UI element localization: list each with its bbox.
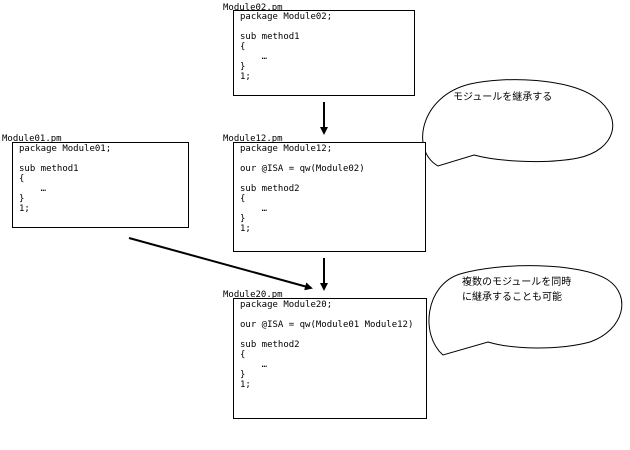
module01-code-box: package Module01; sub method1 { … } 1; [12,142,189,228]
code-line: } [240,214,246,224]
callout-text-multiple-line2: に継承することも可能 [462,292,562,303]
module02-filename: Module02.pm [223,3,283,13]
code-line: package Module20; [240,300,333,310]
module20-code-box: package Module20; our @ISA = qw(Module01… [233,298,427,419]
code-line: … [240,52,268,62]
callout-text-inherit: モジュールを継承する [453,92,553,103]
callout-bubble-multiple [428,265,623,356]
module02-code-box: package Module02; sub method1 { … } 1; [233,10,415,96]
code-line: { [240,194,246,204]
module12-code-box: package Module12; our @ISA = qw(Module02… [233,142,426,252]
code-line: sub method1 [240,32,300,42]
code-line: … [240,360,268,370]
code-line [240,174,425,184]
callout-bubble-inherit [422,79,614,167]
code-line [240,154,425,164]
code-line: … [240,204,268,214]
module01-filename: Module01.pm [2,134,62,144]
code-line: package Module02; [240,12,333,22]
code-line [19,154,188,164]
callout-text-multiple-line1: 複数のモジュールを同時 [462,277,572,288]
code-line [240,310,426,320]
code-line: 1; [19,204,30,214]
code-line: our @ISA = qw(Module02) [240,164,365,174]
arrow-module01-to-module20 [128,237,313,291]
code-line: { [240,42,246,52]
code-line [240,330,426,340]
module20-filename: Module20.pm [223,290,283,300]
code-line: … [19,184,47,194]
code-line: } [240,370,246,380]
code-line: sub method2 [240,340,300,350]
module12-filename: Module12.pm [223,134,283,144]
code-line [240,22,414,32]
code-line: 1; [240,72,251,82]
code-line: sub method2 [240,184,300,194]
code-line: 1; [240,380,251,390]
code-line: { [19,174,25,184]
code-line: } [240,62,246,72]
code-line: our @ISA = qw(Module01 Module12) [240,320,414,330]
code-line: { [240,350,246,360]
code-line: sub method1 [19,164,79,174]
code-line: 1; [240,224,251,234]
code-line: package Module01; [19,144,112,154]
code-line: package Module12; [240,144,333,154]
code-line: } [19,194,25,204]
